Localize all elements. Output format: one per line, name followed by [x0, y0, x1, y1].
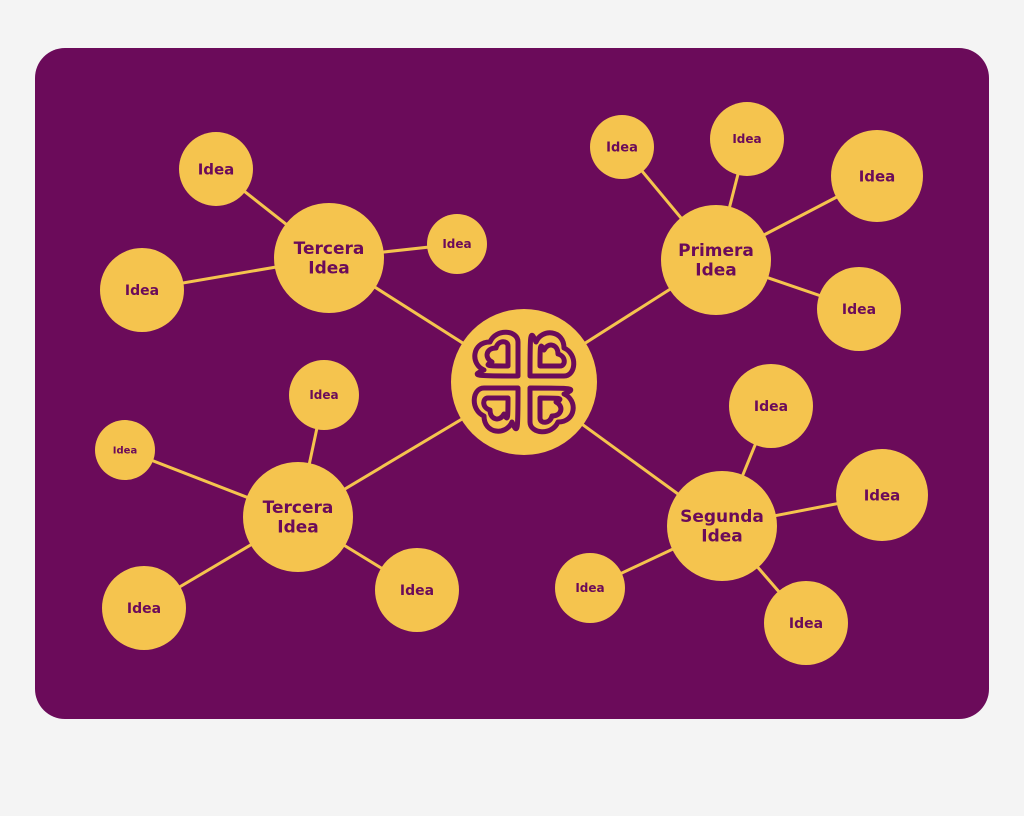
- idea-bubble-bottom-left-2-label: Idea: [113, 446, 137, 457]
- main-idea-bottom-right-label: Segunda: [680, 507, 764, 527]
- idea-bubble-bottom-right-1[interactable]: Idea: [729, 364, 813, 448]
- idea-bubble-top-right-4-label: Idea: [842, 302, 876, 318]
- idea-bubble-top-right-2-label: Idea: [732, 132, 761, 146]
- idea-bubble-bottom-left-4-circle: [375, 548, 459, 632]
- idea-bubble-top-left-2-circle: [427, 214, 487, 274]
- idea-bubble-bottom-left-4-label: Idea: [400, 583, 434, 599]
- main-idea-top-right-circle: [661, 205, 771, 315]
- idea-bubble-bottom-left-1-label: Idea: [309, 388, 338, 402]
- idea-bubble-top-right-2[interactable]: Idea: [710, 102, 784, 176]
- main-idea-top-left-label: Idea: [308, 259, 350, 279]
- idea-bubble-top-left-1-circle: [179, 132, 253, 206]
- main-idea-bottom-right-label: Idea: [701, 527, 743, 547]
- mind-map-diagram: TerceraIdeaIdeaIdeaIdeaPrimeraIdeaIdeaId…: [95, 102, 928, 665]
- idea-bubble-bottom-right-3-label: Idea: [575, 581, 604, 595]
- idea-bubble-top-right-4[interactable]: Idea: [817, 267, 901, 351]
- idea-bubble-top-left-3-label: Idea: [125, 283, 159, 299]
- main-idea-bottom-left-circle: [243, 462, 353, 572]
- main-idea-bottom-left-label: Idea: [277, 518, 319, 538]
- central-node[interactable]: [451, 309, 597, 455]
- idea-bubble-top-left-3[interactable]: Idea: [100, 248, 184, 332]
- main-idea-bottom-left-label: Tercera: [263, 498, 334, 518]
- idea-bubble-bottom-left-3-circle: [102, 566, 186, 650]
- idea-bubble-bottom-left-2[interactable]: Idea: [95, 420, 155, 480]
- idea-bubble-top-left-1[interactable]: Idea: [179, 132, 253, 206]
- idea-bubble-bottom-left-1-circle: [289, 360, 359, 430]
- idea-bubble-bottom-right-2[interactable]: Idea: [836, 449, 928, 541]
- main-idea-top-left-circle: [274, 203, 384, 313]
- idea-bubble-bottom-right-3[interactable]: Idea: [555, 553, 625, 623]
- idea-bubble-top-right-1-label: Idea: [606, 141, 638, 156]
- main-idea-top-left-label: Tercera: [294, 239, 365, 259]
- idea-bubble-top-left-2[interactable]: Idea: [427, 214, 487, 274]
- idea-bubble-bottom-left-4[interactable]: Idea: [375, 548, 459, 632]
- idea-bubble-bottom-left-2-circle: [95, 420, 155, 480]
- central-node-circle: [451, 309, 597, 455]
- idea-bubble-top-left-2-label: Idea: [442, 237, 471, 251]
- idea-bubble-bottom-right-4-label: Idea: [789, 616, 823, 632]
- idea-bubble-top-left-1-label: Idea: [198, 160, 235, 178]
- brain-heart-knot-icon: [471, 329, 577, 435]
- idea-bubble-top-left-3-circle: [100, 248, 184, 332]
- idea-bubble-top-right-1[interactable]: Idea: [590, 115, 654, 179]
- main-idea-top-right-label: Idea: [695, 261, 737, 281]
- main-idea-bottom-right-circle: [667, 471, 777, 581]
- main-idea-top-right-label: Primera: [678, 241, 754, 261]
- idea-bubble-bottom-right-4[interactable]: Idea: [764, 581, 848, 665]
- idea-bubble-bottom-left-1[interactable]: Idea: [289, 360, 359, 430]
- idea-bubble-bottom-right-2-label: Idea: [864, 486, 901, 504]
- idea-bubble-bottom-right-3-circle: [555, 553, 625, 623]
- idea-bubble-top-right-3[interactable]: Idea: [831, 130, 923, 222]
- idea-bubble-top-right-4-circle: [817, 267, 901, 351]
- idea-bubble-bottom-right-2-circle: [836, 449, 928, 541]
- idea-bubble-bottom-left-3[interactable]: Idea: [102, 566, 186, 650]
- idea-bubble-top-right-3-circle: [831, 130, 923, 222]
- idea-bubble-bottom-right-1-label: Idea: [754, 399, 788, 415]
- idea-bubble-bottom-right-1-circle: [729, 364, 813, 448]
- idea-bubble-bottom-left-3-label: Idea: [127, 601, 161, 617]
- idea-bubble-top-right-1-circle: [590, 115, 654, 179]
- idea-bubble-bottom-right-4-circle: [764, 581, 848, 665]
- idea-bubble-top-right-3-label: Idea: [859, 167, 896, 185]
- idea-bubble-top-right-2-circle: [710, 102, 784, 176]
